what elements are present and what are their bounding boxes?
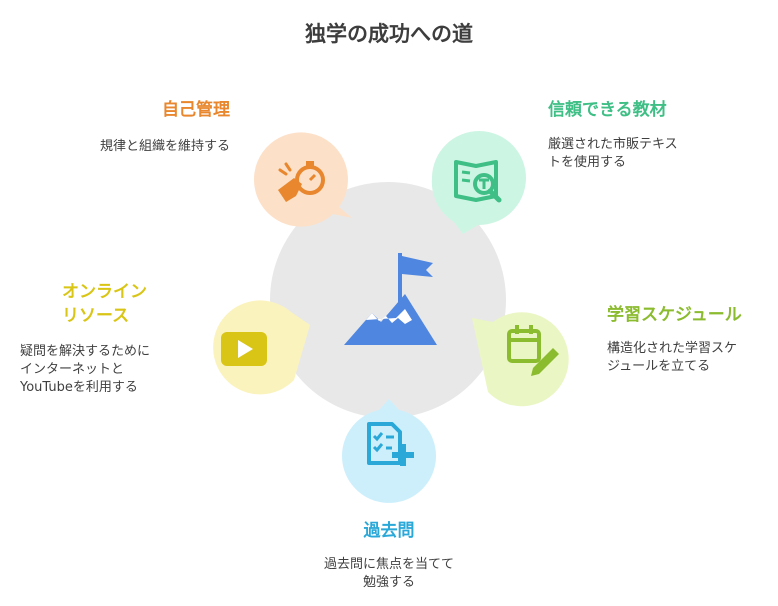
node-title-self-management: 自己管理 (162, 100, 230, 120)
node-description-self-management: 規律と組織を維持する (99, 139, 230, 154)
book-magnifier-icon (454, 160, 502, 203)
node-description-online-resources: 疑問を解決するために インターネットと YouTubeを利用する (20, 344, 151, 395)
node-bubble (253, 132, 352, 227)
calendar-pencil-icon (507, 325, 559, 376)
hand-stopwatch-icon (278, 161, 325, 202)
node-title-study-schedule: 学習スケジュール (607, 305, 742, 325)
node-description-reliable-materials: 厳選された市販テキス トを使用する (548, 137, 678, 170)
node-reliable-materials (431, 131, 526, 234)
node-description-study-schedule: 構造化された学習スケ ジュールを立てる (607, 341, 738, 374)
center-circle (270, 182, 506, 418)
node-study-schedule (472, 312, 569, 407)
node-bubble (342, 399, 436, 503)
video-play-icon (221, 332, 267, 366)
node-past-exams (342, 399, 436, 503)
node-title-reliable-materials: 信頼できる教材 (548, 100, 667, 120)
node-online-resources (213, 300, 310, 395)
node-self-management (253, 132, 352, 227)
node-title-past-exams: 過去問 (363, 521, 415, 541)
mountain-flag-icon (344, 253, 437, 345)
node-title-online-resources: オンライン リソース (62, 282, 147, 326)
checklist-plus-icon (367, 422, 414, 466)
node-description-past-exams: 過去問に焦点を当てて 勉強する (323, 557, 454, 590)
diagram-title: 独学の成功への道 (305, 22, 473, 46)
